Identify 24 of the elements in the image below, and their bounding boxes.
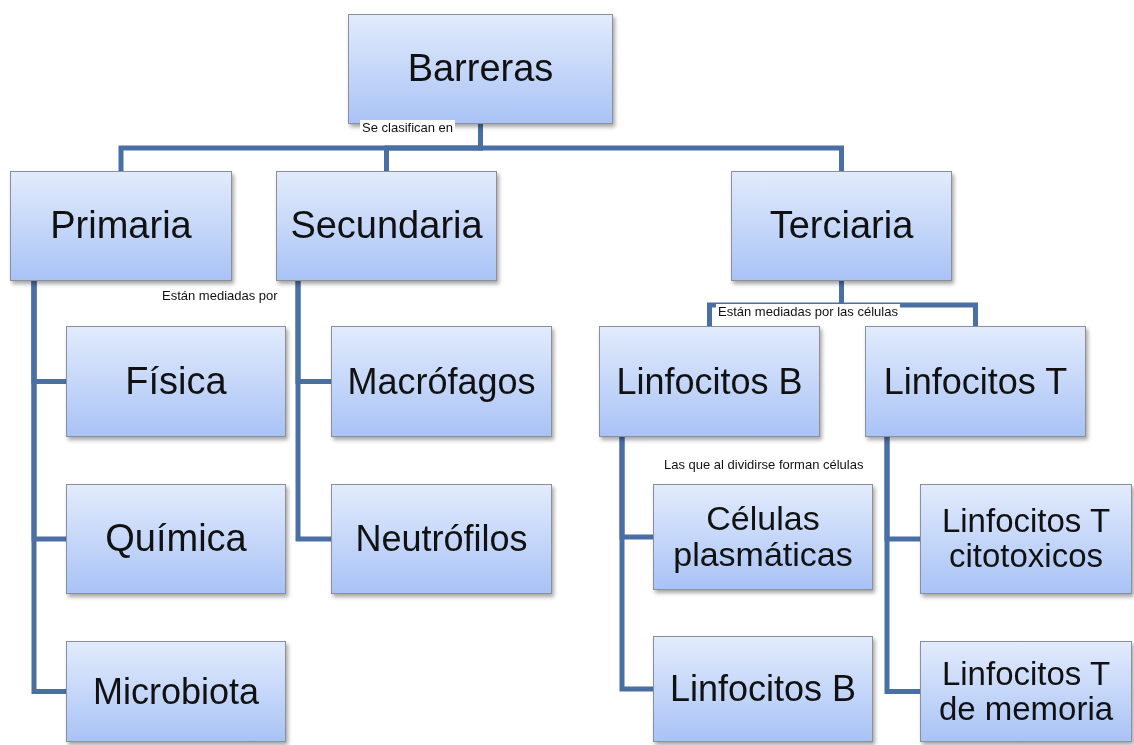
concept-box: Terciaria bbox=[731, 171, 952, 281]
concept-box: Microbiota bbox=[66, 641, 286, 742]
concept-box: Neutrófilos bbox=[331, 484, 552, 594]
concept-box: Células plasmáticas bbox=[653, 484, 873, 590]
concept-box: Linfocitos T bbox=[865, 326, 1086, 437]
connector-caption: Se clasifican en bbox=[360, 120, 456, 135]
concept-box: Secundaria bbox=[276, 171, 497, 281]
connector-line bbox=[884, 437, 920, 694]
concept-box: Primaria bbox=[10, 171, 232, 281]
connector-line bbox=[31, 281, 66, 694]
concept-box: Química bbox=[66, 484, 286, 594]
concept-box: Macrófagos bbox=[331, 326, 552, 437]
connector-caption: Las que al dividirse forman células bbox=[662, 457, 866, 472]
concept-box: Barreras bbox=[348, 14, 613, 124]
connector-caption: Están mediadas por las células bbox=[716, 304, 900, 319]
concept-box: Linfocitos B bbox=[653, 636, 873, 742]
concept-box: Física bbox=[66, 326, 286, 437]
connector-line bbox=[839, 281, 978, 326]
concept-box: Linfocitos T citotoxicos bbox=[920, 484, 1132, 594]
connector-line bbox=[295, 281, 331, 542]
connector-caption: Están mediadas por bbox=[160, 288, 280, 303]
concept-box: Linfocitos B bbox=[599, 326, 820, 437]
concept-box: Linfocitos T de memoria bbox=[920, 641, 1132, 742]
connector-line bbox=[619, 437, 653, 692]
